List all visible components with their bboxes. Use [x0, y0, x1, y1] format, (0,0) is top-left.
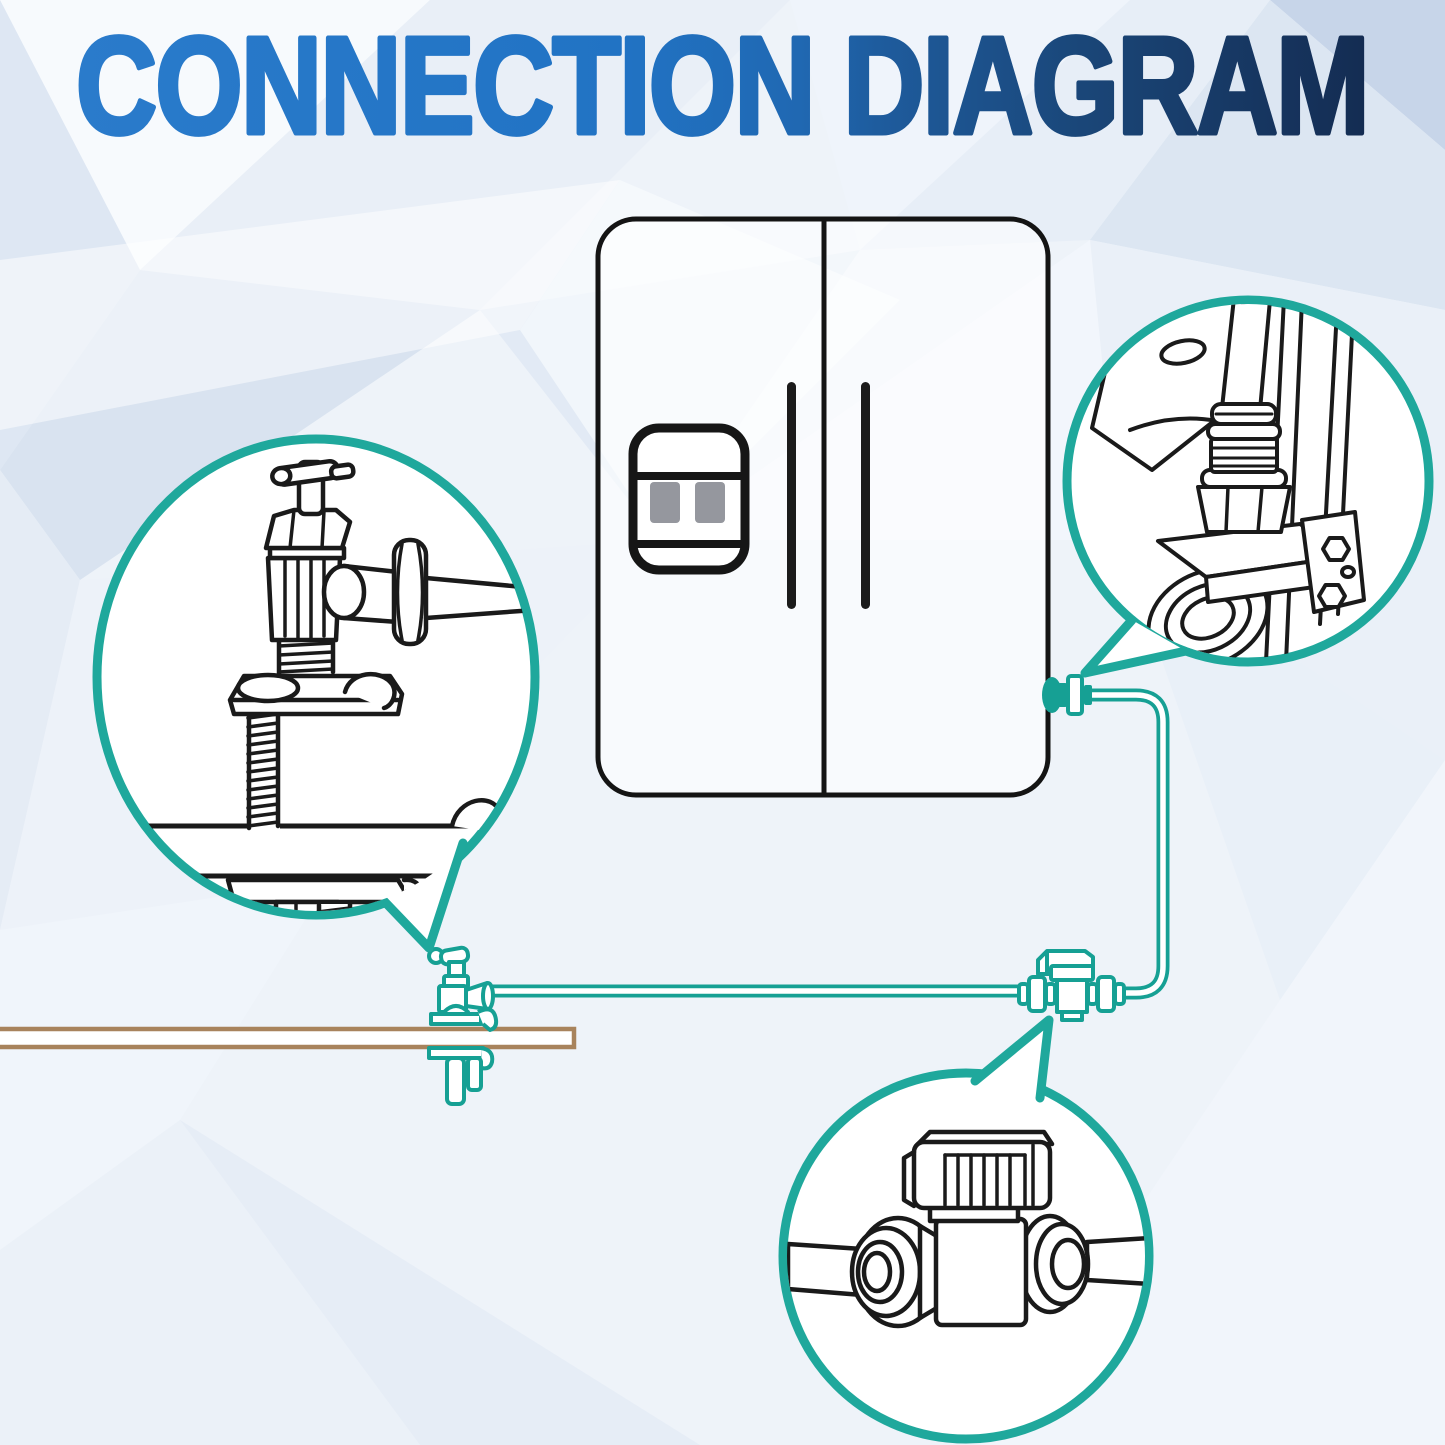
fridge-handle-left [787, 382, 796, 609]
quick-connect-fitting-icon [1042, 674, 1092, 716]
callout-fridge-connection-detail [1062, 295, 1434, 678]
inline-shutoff-valve-icon [1017, 949, 1126, 1022]
page-title: CONNECTION DIAGRAM [76, 9, 1368, 163]
callout-inline-valve-detail [778, 1015, 1154, 1444]
saddle-valve-icon [427, 945, 499, 1106]
water-tubing-icon [490, 688, 1170, 1000]
fridge-handle-right [861, 382, 870, 609]
refrigerator-icon [595, 216, 1051, 798]
water-dispenser-icon [628, 423, 750, 575]
water-supply-pipe-icon [0, 1026, 577, 1050]
